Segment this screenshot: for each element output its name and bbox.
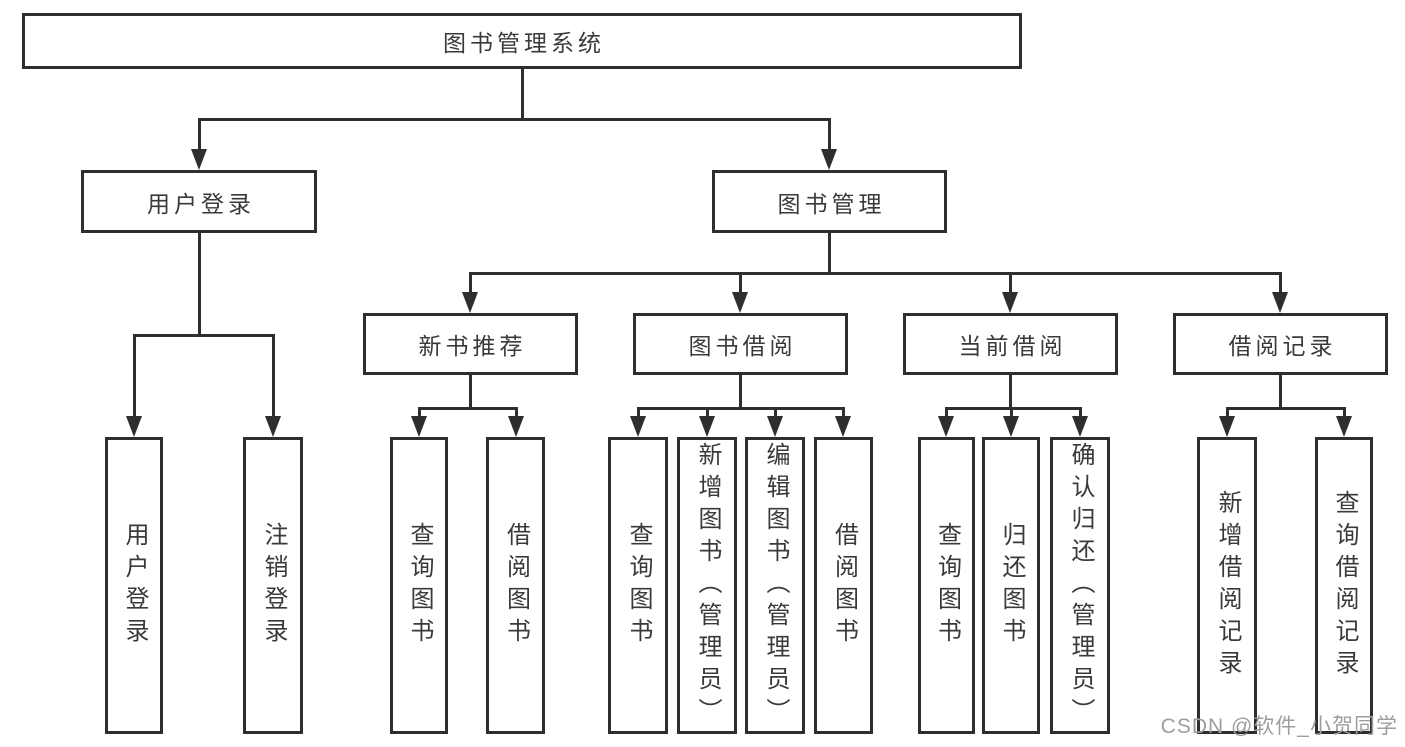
connector-arrow-line (738, 272, 742, 296)
connector-arrow-line (197, 118, 201, 153)
connector-arrow-line (1342, 407, 1346, 420)
connector-trunk-line (1278, 375, 1282, 410)
arrowhead-down-icon (938, 416, 954, 437)
node-leaf-query-borrow-record: 查询借阅记录 (1315, 437, 1373, 734)
node-leaf-borrow-books: 借阅图书 (814, 437, 873, 734)
node-borrowing-records: 借阅记录 (1173, 313, 1388, 375)
node-label: 查询图书 (625, 521, 652, 650)
connector-branch-line (197, 118, 831, 121)
arrowhead-down-icon (732, 292, 748, 313)
node-leaf-borrow-books-recommend: 借阅图书 (486, 437, 545, 734)
connector-arrow-line (468, 272, 472, 296)
arrowhead-down-icon (462, 292, 478, 313)
connector-trunk-line (520, 69, 524, 121)
connector-arrow-line (1009, 407, 1013, 420)
node-leaf-query-books-recommend: 查询图书 (390, 437, 448, 734)
node-label: 图书管理系统 (443, 30, 605, 56)
node-label: 用户登录 (121, 521, 148, 650)
node-label: 查询借阅记录 (1331, 489, 1358, 682)
node-label: 注销登录 (260, 521, 287, 650)
node-label: 新书推荐 (418, 333, 527, 359)
connector-arrow-line (1278, 272, 1282, 296)
connector-branch-line (944, 407, 1082, 410)
node-leaf-confirm-return-admin: 确认归还（管理员） (1050, 437, 1110, 734)
arrowhead-down-icon (1272, 292, 1288, 313)
arrowhead-down-icon (265, 416, 281, 437)
arrowhead-down-icon (1336, 416, 1352, 437)
csdn-watermark: CSDN @软件_小贺同学 (1160, 715, 1398, 738)
node-label: 归还图书 (998, 521, 1025, 650)
connector-branch-line (417, 407, 518, 410)
arrowhead-down-icon (1072, 416, 1088, 437)
node-label: 查询图书 (933, 521, 961, 650)
arrowhead-down-icon (821, 149, 837, 170)
node-label: 确认归还（管理员） (1067, 441, 1094, 730)
arrowhead-down-icon (508, 416, 524, 437)
node-leaf-user-login: 用户登录 (105, 437, 163, 734)
connector-trunk-line (827, 233, 831, 275)
arrowhead-down-icon (1002, 292, 1018, 313)
node-label: 图书管理 (777, 190, 886, 217)
node-leaf-query-books-borrow: 查询图书 (608, 437, 668, 734)
connector-arrow-line (636, 407, 640, 420)
connector-branch-line (636, 407, 845, 410)
arrowhead-down-icon (767, 416, 783, 437)
connector-arrow-line (773, 407, 777, 420)
node-label: 借阅图书 (830, 521, 858, 650)
connector-trunk-line (738, 375, 742, 410)
connector-trunk-line (1008, 375, 1012, 410)
arrowhead-down-icon (126, 416, 142, 437)
connector-arrow-line (1225, 407, 1229, 420)
connector-arrow-line (1008, 272, 1012, 296)
node-label: 当前借阅 (958, 333, 1067, 359)
arrowhead-down-icon (699, 416, 715, 437)
connector-arrow-line (1078, 407, 1082, 420)
node-leaf-query-books-current: 查询图书 (918, 437, 975, 734)
connector-branch-line (468, 272, 1282, 275)
arrowhead-down-icon (1003, 416, 1019, 437)
connector-arrow-line (841, 407, 845, 420)
connector-arrow-line (944, 407, 948, 420)
node-label: 借阅图书 (502, 521, 530, 650)
connector-branch-line (132, 334, 275, 337)
arrowhead-down-icon (1219, 416, 1235, 437)
connector-arrow-line (271, 334, 275, 420)
arrowhead-down-icon (191, 149, 207, 170)
node-label: 借阅记录 (1228, 333, 1337, 359)
node-label: 新增借阅记录 (1214, 489, 1241, 682)
connector-arrow-line (514, 407, 518, 420)
node-label: 查询图书 (406, 521, 433, 650)
node-user-login: 用户登录 (81, 170, 317, 233)
connector-branch-line (1225, 407, 1346, 410)
connector-arrow-line (417, 407, 421, 420)
node-leaf-logout: 注销登录 (243, 437, 303, 734)
connector-trunk-line (468, 375, 472, 410)
connector-arrow-line (827, 118, 831, 153)
node-leaf-add-borrow-record: 新增借阅记录 (1197, 437, 1257, 734)
node-current-borrowing: 当前借阅 (903, 313, 1118, 375)
connector-arrow-line (705, 407, 709, 420)
node-label: 编辑图书（管理员） (762, 441, 789, 730)
node-library-management-system: 图书管理系统 (22, 13, 1022, 69)
node-leaf-add-books-admin: 新增图书（管理员） (677, 437, 737, 734)
node-book-borrowing: 图书借阅 (633, 313, 848, 375)
connector-trunk-line (197, 233, 201, 337)
node-label: 用户登录 (147, 190, 255, 217)
arrowhead-down-icon (411, 416, 427, 437)
arrowhead-down-icon (630, 416, 646, 437)
connector-arrow-line (132, 334, 136, 420)
node-label: 新增图书（管理员） (694, 441, 721, 730)
node-leaf-return-books: 归还图书 (982, 437, 1040, 734)
node-leaf-edit-books-admin: 编辑图书（管理员） (745, 437, 805, 734)
node-new-book-recommendation: 新书推荐 (363, 313, 578, 375)
arrowhead-down-icon (835, 416, 851, 437)
node-book-management: 图书管理 (712, 170, 947, 233)
node-label: 图书借阅 (688, 333, 797, 359)
